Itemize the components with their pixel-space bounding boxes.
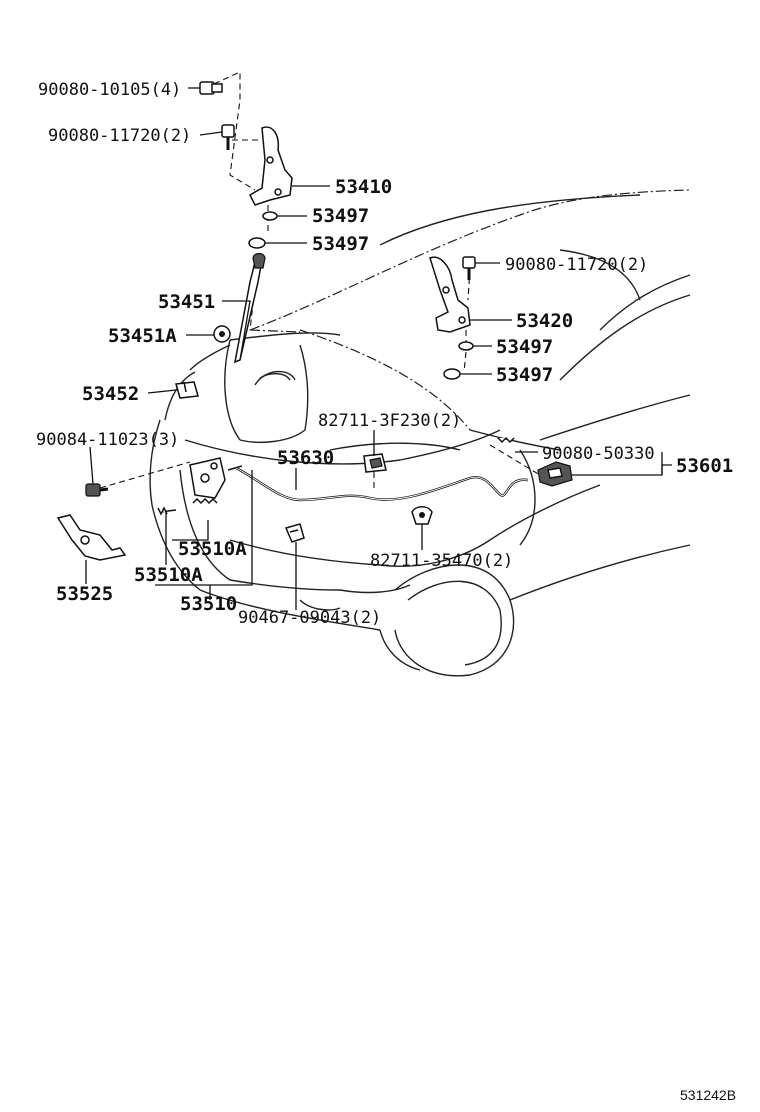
bolt-90080-11720-right-part	[462, 256, 476, 280]
hood-lock-part	[189, 457, 243, 499]
hood-release-lever-part	[537, 461, 573, 487]
label-release-cable-53630: 53630	[277, 447, 334, 469]
clamp-82711-35470-part	[411, 506, 433, 525]
label-cushion-53497-1: 53497	[312, 205, 369, 227]
label-hinge-53410: 53410	[335, 176, 392, 198]
label-clamp-90467-09043: 90467-09043(2)	[238, 608, 381, 628]
label-bolt-90080-11720-right: 90080-11720(2)	[505, 255, 648, 275]
lock-spring-a-right-part	[192, 497, 218, 505]
rod-holder-part	[213, 325, 231, 343]
diagram-reference-code: 531242B	[680, 1087, 736, 1103]
cushion-53497-part-1	[262, 211, 278, 221]
cushion-53497-part-2	[248, 237, 266, 249]
clamp-82711-3f230-part	[363, 453, 387, 473]
clamp-90467-09043-part	[284, 523, 305, 543]
label-clamp-82711-35470: 82711-35470(2)	[370, 551, 513, 571]
cushion-53497-part-4	[443, 368, 461, 380]
label-cushion-53497-2: 53497	[312, 233, 369, 255]
bolt-90080-50330-part	[497, 436, 515, 444]
rod-clip-part	[175, 381, 199, 399]
label-leaders	[85, 87, 672, 610]
label-lock-spring-53510a-right: 53510A	[178, 538, 247, 560]
label-bolt-90080-50330: 90080-50330	[542, 444, 655, 464]
lock-spring-a-left-part	[157, 506, 177, 516]
label-clamp-82711-3f230: 82711-3F230(2)	[318, 411, 461, 431]
lock-support-part	[56, 514, 127, 561]
hood-release-cable-part	[235, 466, 529, 502]
hood-hinge-left-part	[249, 126, 293, 206]
label-hinge-53420: 53420	[516, 310, 573, 332]
bolt-90084-11023-part	[85, 483, 109, 497]
hood-hinge-right-part	[429, 256, 471, 333]
cushion-53497-part-3	[458, 341, 474, 351]
part-number-labels: 90080-10105(4) 90080-11720(2) 53410 5349…	[36, 80, 733, 628]
label-cushion-53497-3: 53497	[496, 336, 553, 358]
label-hood-lock-53510: 53510	[180, 593, 237, 615]
bolt-90080-10105-part	[199, 81, 223, 95]
hood-support-rod-part	[234, 252, 266, 364]
label-lock-support-53525: 53525	[56, 583, 113, 605]
label-bolt-90084-11023: 90084-11023(3)	[36, 430, 179, 450]
label-bolt-90080-10105: 90080-10105(4)	[38, 80, 181, 100]
label-bolt-90080-11720-left: 90080-11720(2)	[48, 126, 191, 146]
label-cushion-53497-4: 53497	[496, 364, 553, 386]
bolt-90080-11720-left-part	[221, 124, 235, 150]
label-release-lever-53601: 53601	[676, 455, 733, 477]
label-lock-spring-53510a-left: 53510A	[134, 564, 203, 586]
label-rod-holder-53451a: 53451A	[108, 325, 177, 347]
label-rod-clip-53452: 53452	[82, 383, 139, 405]
label-support-rod-53451: 53451	[158, 291, 215, 313]
